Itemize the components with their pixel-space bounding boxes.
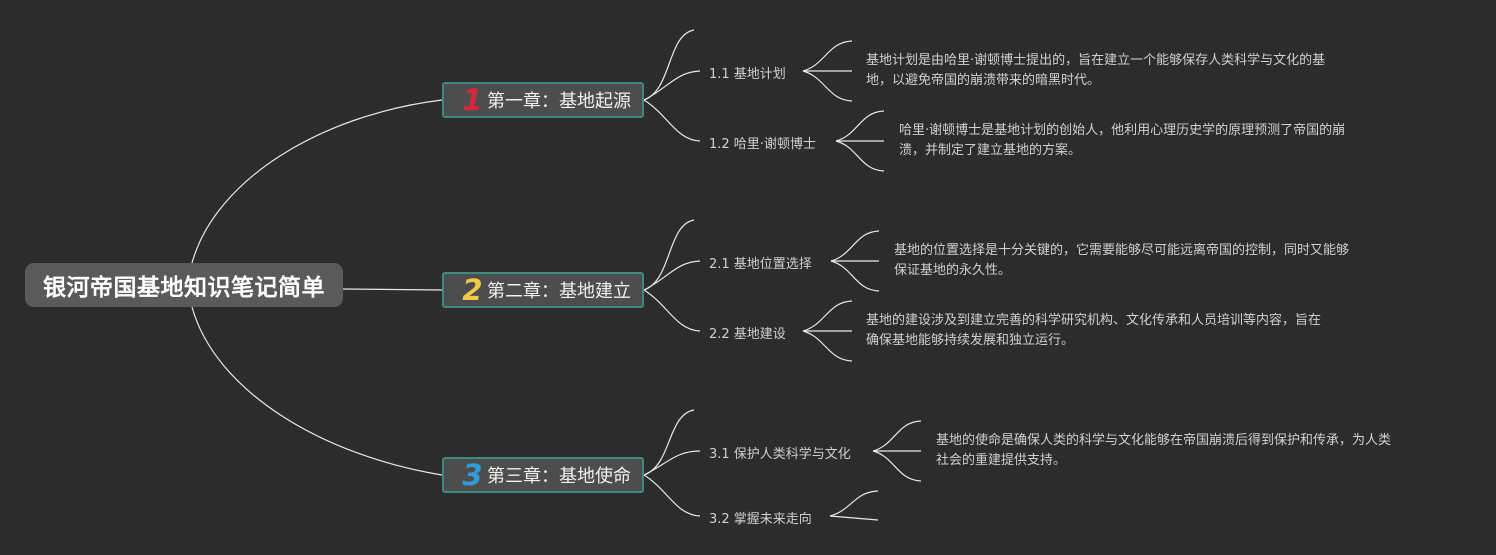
- link-root-ch1: [191, 99, 443, 264]
- link-s21-top: [830, 230, 880, 262]
- subtopic-2-1[interactable]: 2.1 基地位置选择: [709, 257, 812, 272]
- root-topic[interactable]: 银河帝国基地知识笔记简单: [25, 263, 343, 307]
- subtopic-3-1[interactable]: 3.1 保护人类科学与文化: [709, 447, 851, 462]
- description-1-1[interactable]: 基地计划是由哈里·谢顿博士提出的，旨在建立一个能够保存人类科学与文化的基 地，以…: [866, 51, 1325, 91]
- link-ch2-top: [643, 219, 695, 291]
- link-s12-top: [835, 110, 885, 142]
- link-ch3-s1: [643, 450, 701, 476]
- link-s12-bot: [835, 140, 885, 172]
- chapter-1-title: 第一章：基地起源: [487, 91, 631, 112]
- link-s11-bot: [802, 70, 853, 102]
- description-3-1[interactable]: 基地的使命是确保人类的科学与文化能够在帝国崩溃后得到保护和传承，为人类 社会的重…: [936, 431, 1391, 471]
- link-ch1-s1: [643, 70, 701, 101]
- subtopic-1-2[interactable]: 1.2 哈里·谢顿博士: [709, 137, 816, 152]
- description-line: 基地计划是由哈里·谢顿博士提出的，旨在建立一个能够保存人类科学与文化的基: [866, 53, 1326, 68]
- link-ch2-s1: [643, 260, 701, 291]
- description-2-2[interactable]: 基地的建设涉及到建立完善的科学研究机构、文化传承和人员培训等内容，旨在 确保基地…: [866, 311, 1321, 351]
- description-line: 基地的建设涉及到建立完善的科学研究机构、文化传承和人员培训等内容，旨在: [866, 313, 1322, 328]
- chapter-2-title: 第二章：基地建立: [487, 281, 631, 302]
- link-s22-top: [802, 300, 853, 332]
- link-ch2-s2: [643, 289, 701, 332]
- chapter-1-node[interactable]: 1 第一章：基地起源: [442, 82, 644, 118]
- link-root-ch2: [342, 288, 443, 291]
- link-ch3-top: [643, 409, 695, 476]
- link-ch1-top: [643, 29, 695, 101]
- description-line: 哈里·谢顿博士是基地计划的创始人，他利用心理历史学的原理预测了帝国的崩: [899, 123, 1346, 138]
- chapter-3-node[interactable]: 3 第三章：基地使命: [442, 457, 644, 493]
- chapter-3-number-icon: 3: [462, 457, 483, 492]
- subtopic-1-1[interactable]: 1.1 基地计划: [709, 67, 786, 82]
- chapter-2-number-icon: 2: [462, 272, 483, 307]
- subtopic-2-2[interactable]: 2.2 基地建设: [709, 327, 786, 342]
- description-line: 地，以避免帝国的崩溃带来的暗黑时代。: [866, 73, 1101, 88]
- link-root-ch3: [191, 306, 443, 476]
- link-ch3-s2: [643, 474, 701, 517]
- description-line: 溃，并制定了建立基地的方案。: [899, 143, 1082, 158]
- chapter-3-title: 第三章：基地使命: [487, 466, 631, 487]
- link-s31-top: [872, 420, 922, 452]
- link-s32-top: [829, 490, 879, 517]
- chapter-1-number-icon: 1: [462, 82, 483, 117]
- subtopic-3-2[interactable]: 3.2 掌握未来走向: [709, 512, 812, 527]
- chapter-2-node[interactable]: 2 第二章：基地建立: [442, 272, 644, 308]
- link-s31-bot: [872, 450, 922, 482]
- link-ch1-s2: [643, 99, 701, 142]
- description-line: 确保基地能够持续发展和独立运行。: [866, 333, 1075, 348]
- link-s11-top: [802, 40, 853, 72]
- description-1-2[interactable]: 哈里·谢顿博士是基地计划的创始人，他利用心理历史学的原理预测了帝国的崩 溃，并制…: [899, 121, 1345, 161]
- link-s21-bot: [830, 260, 880, 292]
- description-line: 社会的重建提供支持。: [936, 453, 1067, 468]
- link-s22-bot: [802, 330, 853, 362]
- link-s32-bot: [829, 515, 879, 521]
- description-line: 保证基地的永久性。: [894, 263, 1012, 278]
- description-line: 基地的使命是确保人类的科学与文化能够在帝国崩溃后得到保护和传承，为人类: [936, 433, 1392, 448]
- root-title: 银河帝国基地知识笔记简单: [43, 275, 325, 301]
- description-2-1[interactable]: 基地的位置选择是十分关键的，它需要能够尽可能远离帝国的控制，同时又能够 保证基地…: [894, 241, 1349, 281]
- description-line: 基地的位置选择是十分关键的，它需要能够尽可能远离帝国的控制，同时又能够: [894, 243, 1350, 258]
